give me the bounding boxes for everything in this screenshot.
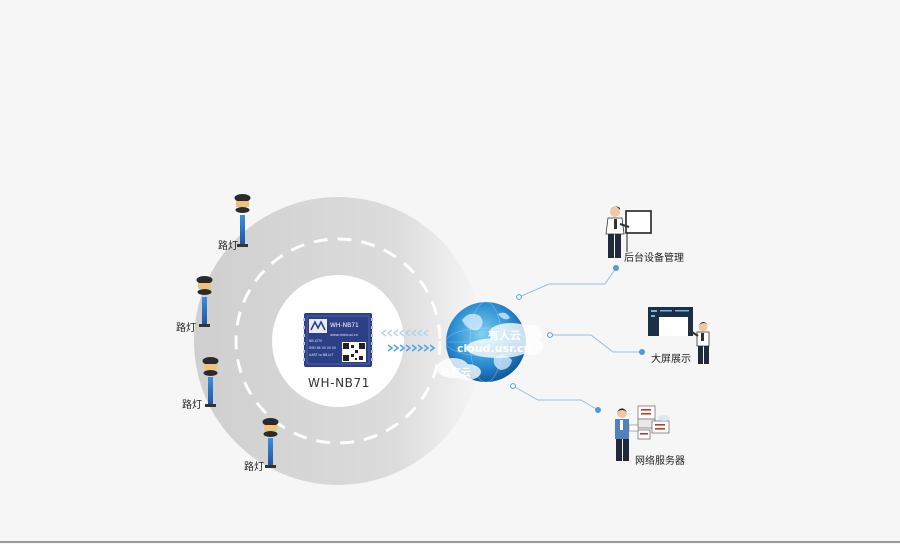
cloud-url: cloud.usr.cn bbox=[457, 342, 532, 355]
street-lamp bbox=[202, 357, 219, 407]
street-lamp-label: 路灯 bbox=[218, 241, 238, 252]
private-cloud-label: 私有云 bbox=[441, 368, 471, 379]
endpoint-label-device-management: 后台设备管理 bbox=[624, 253, 684, 264]
uplink-arrows bbox=[387, 344, 436, 352]
street-lamp-label: 路灯 bbox=[176, 323, 196, 334]
endpoint-label-network-server: 网络服务器 bbox=[635, 456, 685, 467]
person-server-icon bbox=[615, 405, 670, 461]
endpoint-label-big-screen: 大屏展示 bbox=[651, 354, 691, 365]
module-name: WH-NB71 bbox=[308, 376, 370, 390]
street-lamp-label: 路灯 bbox=[182, 400, 202, 411]
cloud-name: 有人云 bbox=[488, 329, 521, 342]
chip-line: UART to NB-IoT bbox=[309, 353, 333, 357]
downlink-arrows bbox=[380, 329, 429, 337]
chip-url: www.mokuai.cn bbox=[330, 333, 358, 337]
cloud-globe-icon bbox=[437, 301, 543, 383]
street-lamp-label: 路灯 bbox=[244, 462, 264, 473]
chip-line: IMEI 86 00 00 00 bbox=[309, 346, 336, 350]
chip-title: WH-NB71 bbox=[330, 322, 359, 329]
chip-line: NB-IOT0 bbox=[309, 339, 322, 343]
street-lamp bbox=[262, 418, 279, 468]
bottom-divider bbox=[0, 541, 900, 543]
connector-lines bbox=[512, 267, 642, 411]
person-monitor-icon bbox=[605, 206, 652, 258]
street-lamp bbox=[196, 276, 213, 327]
person-big-screen-icon bbox=[648, 307, 710, 364]
connector-dots bbox=[510, 265, 645, 413]
street-lamp bbox=[234, 194, 251, 247]
wh-nb71-module-icon: WH-NB71 www.mokuai.cn NB-IOT0 IMEI 86 00… bbox=[303, 313, 373, 367]
